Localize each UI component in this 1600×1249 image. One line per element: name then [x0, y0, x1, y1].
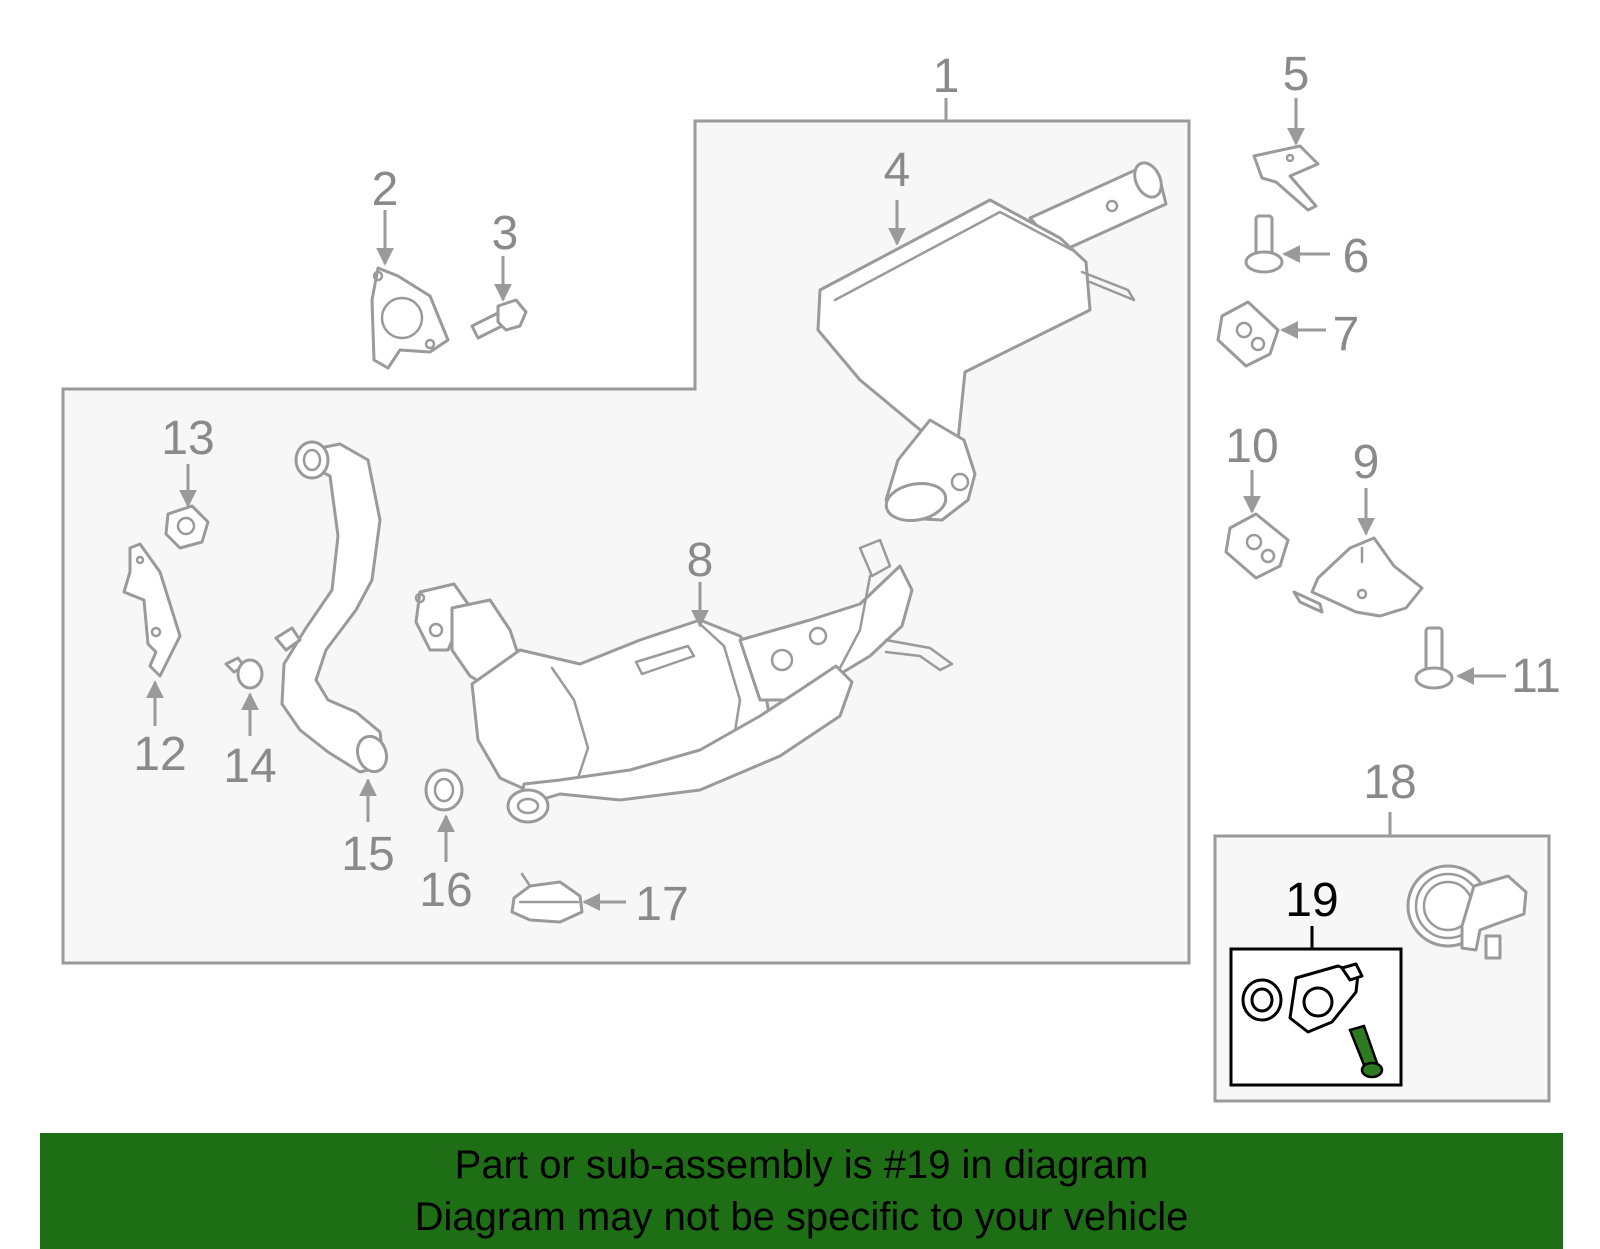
callout-13: 13	[161, 412, 214, 465]
banner-line-1: Part or sub-assembly is #19 in diagram	[454, 1143, 1149, 1187]
part-12-bracket[interactable]	[122, 542, 182, 678]
callout-5: 5	[1283, 48, 1310, 101]
callout-numbers: 1 2 3 4 5 6 7 8 9 10 11 12 13 14 15 16 1…	[133, 48, 1561, 931]
part-4-muffler[interactable]	[816, 159, 1168, 525]
part-6-bolt[interactable]	[1244, 214, 1284, 274]
part-5-bracket[interactable]	[1252, 144, 1320, 212]
callout-8: 8	[687, 534, 714, 587]
callout-4: 4	[884, 144, 911, 197]
callout-17: 17	[635, 878, 688, 931]
callout-3: 3	[492, 207, 519, 260]
part-18-sensor[interactable]	[1406, 864, 1528, 960]
leader-lines	[146, 98, 1506, 949]
part-2-gasket[interactable]	[370, 266, 450, 370]
part-16-gasket[interactable]	[424, 768, 464, 812]
part-14-bolt[interactable]	[224, 656, 264, 690]
part-17-clamp[interactable]	[510, 872, 584, 924]
part-11-bolt[interactable]	[1414, 626, 1454, 690]
part-3-bolt[interactable]	[470, 298, 528, 340]
part-15-pipe[interactable]	[274, 440, 391, 776]
part-10-hanger[interactable]	[1224, 512, 1290, 580]
callout-9: 9	[1353, 436, 1380, 489]
callout-16: 16	[419, 864, 472, 917]
callout-6: 6	[1343, 230, 1370, 283]
callout-19: 19	[1285, 874, 1338, 927]
part-9-bracket[interactable]	[1292, 536, 1424, 618]
callout-1: 1	[933, 50, 960, 103]
callout-18: 18	[1363, 756, 1416, 809]
callout-7: 7	[1333, 308, 1360, 361]
banner-line-2: Diagram may not be specific to your vehi…	[414, 1195, 1189, 1239]
callout-10: 10	[1225, 420, 1278, 473]
callout-12: 12	[133, 728, 186, 781]
callout-15: 15	[341, 828, 394, 881]
info-banner: Part or sub-assembly is #19 in diagram D…	[40, 1133, 1563, 1249]
banner-text: Part or sub-assembly is #19 in diagram D…	[40, 1139, 1563, 1243]
part-7-hanger[interactable]	[1216, 300, 1280, 368]
part-19-sub-assembly[interactable]	[1241, 962, 1384, 1079]
part-8-catalytic-converter[interactable]	[414, 538, 954, 824]
callout-14: 14	[223, 740, 276, 793]
callout-2: 2	[372, 163, 399, 216]
callout-11: 11	[1511, 650, 1561, 703]
